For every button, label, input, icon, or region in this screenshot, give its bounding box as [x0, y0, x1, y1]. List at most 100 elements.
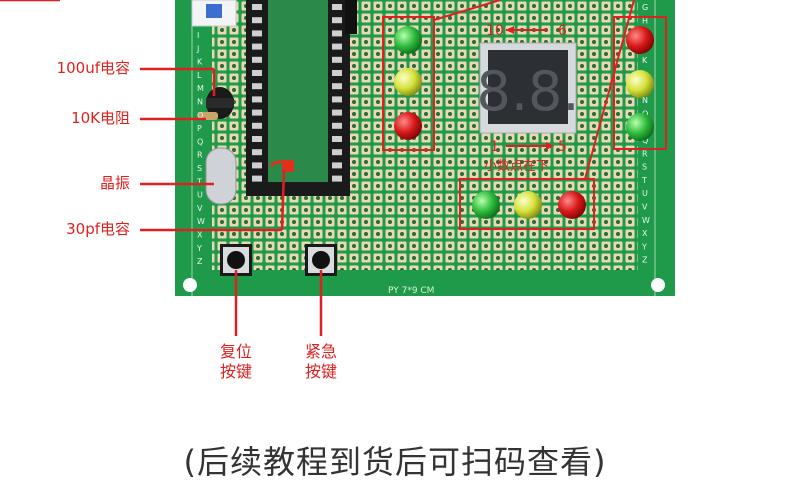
led-green-right	[626, 113, 654, 141]
row-letter: R	[642, 149, 648, 158]
led-green-left	[394, 26, 422, 54]
socket-pin	[332, 122, 342, 129]
emergency-label-line1: 紧急	[304, 342, 337, 361]
row-letter: Q	[642, 136, 648, 145]
row-letter: L	[197, 71, 202, 80]
row-letter: Z	[642, 256, 648, 265]
row-letter: T	[641, 176, 647, 185]
socket-pin	[252, 96, 262, 103]
socket-pin	[252, 4, 262, 10]
socket-pin	[332, 149, 342, 156]
reset-label-line1: 复位	[219, 342, 252, 361]
led-yellow-bottom	[514, 191, 542, 219]
pin-label-10: 10	[486, 23, 504, 39]
socket-pin	[332, 43, 342, 50]
row-letter: U	[197, 191, 203, 200]
mount-hole-left	[183, 278, 197, 292]
led-yellow-right	[626, 70, 654, 98]
led-green-bottom	[472, 191, 500, 219]
ic-socket	[246, 0, 357, 196]
row-letter: P	[197, 124, 202, 133]
socket-pin	[252, 30, 262, 37]
socket-pin	[252, 109, 262, 116]
row-letter: Z	[197, 257, 203, 266]
30pf-capacitor	[282, 160, 294, 172]
pin-label-1: 1	[490, 139, 499, 155]
socket-pin	[332, 109, 342, 116]
row-letter: Y	[641, 242, 647, 251]
label-emergency-button: 紧急 按键	[301, 342, 341, 382]
row-letter: R	[197, 151, 203, 160]
pin-label-6: 6	[558, 23, 567, 39]
socket-pin	[332, 56, 342, 63]
socket-pin	[332, 136, 342, 142]
emergency-label-line2: 按键	[304, 362, 337, 381]
socket-pin	[332, 70, 342, 76]
socket-pin	[252, 136, 262, 142]
seven-segment-display: 8.8.	[476, 42, 580, 134]
socket-pin	[332, 4, 342, 10]
row-letter: M	[197, 84, 204, 93]
socket-pin	[252, 43, 262, 50]
led-red-left	[394, 112, 422, 140]
socket-pin	[332, 83, 342, 90]
row-letter: W	[642, 216, 650, 225]
row-letter: W	[197, 217, 205, 226]
board-size-text: PY 7*9 CM	[388, 286, 434, 296]
row-letter: S	[197, 164, 202, 173]
row-letter: N	[642, 96, 648, 105]
row-letter: S	[642, 163, 647, 172]
row-letter: U	[642, 189, 648, 198]
row-letter: O	[642, 109, 648, 118]
socket-pin	[252, 149, 262, 156]
socket-pin	[332, 17, 342, 24]
led-group-bottom-box	[459, 178, 595, 230]
label-reset-button: 复位 按键	[216, 342, 256, 382]
crystal-oscillator	[205, 147, 237, 205]
row-letter: J	[196, 44, 199, 53]
led-group-left-box	[382, 16, 435, 151]
label-crystal: 晶振	[99, 174, 130, 192]
socket-pin	[332, 96, 342, 103]
label-30pf-capacitor: 30pf电容	[66, 220, 130, 238]
socket-pin	[332, 30, 342, 37]
socket-pin	[252, 122, 262, 129]
socket-pin	[332, 162, 342, 169]
row-letter: I	[197, 31, 199, 40]
dip-switch	[191, 0, 237, 27]
socket-pin	[252, 175, 262, 182]
reset-label-line2: 按键	[219, 362, 252, 381]
socket-pin	[252, 17, 262, 24]
socket-pin	[252, 70, 262, 76]
led-red-right	[626, 26, 654, 54]
row-letter: G	[642, 3, 648, 12]
label-10k-resistor: 10K电阻	[71, 109, 130, 127]
row-letter: Y	[196, 244, 202, 253]
label-100uf-capacitor: 100uf电容	[56, 59, 130, 77]
row-letter: H	[642, 16, 648, 25]
row-letter: V	[197, 204, 203, 213]
socket-pin	[252, 56, 262, 63]
mount-hole-right	[651, 278, 665, 292]
display-digits: 8.8.	[476, 60, 579, 123]
socket-pin	[252, 162, 262, 169]
row-letter: O	[197, 111, 203, 120]
led-yellow-left	[394, 68, 422, 96]
led-red-bottom	[558, 191, 586, 219]
decimal-point-note: 小数点在下	[484, 159, 549, 174]
row-letter: X	[197, 231, 203, 240]
row-letter: K	[642, 56, 648, 65]
row-letter: N	[197, 98, 203, 107]
socket-pin	[252, 83, 262, 90]
caption: (后续教程到货后可扫码查看)	[183, 443, 607, 481]
led-group-right-box	[613, 16, 667, 150]
pin-label-5: 5	[558, 139, 567, 155]
row-letter: T	[196, 177, 202, 186]
row-letter: Q	[197, 137, 203, 146]
socket-pin	[332, 175, 342, 182]
row-letter: X	[642, 229, 648, 238]
row-letter: K	[197, 58, 203, 67]
row-letter: V	[642, 203, 648, 212]
